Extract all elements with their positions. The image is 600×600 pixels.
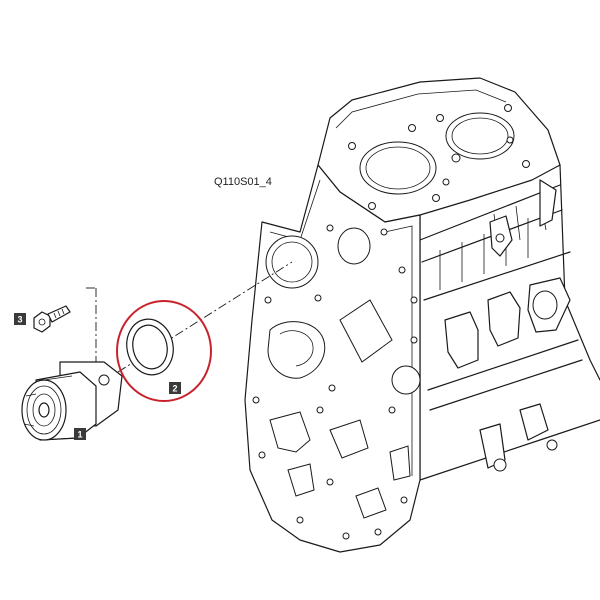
bolt (33, 305, 71, 333)
svg-text:2: 2 (172, 384, 177, 394)
gasket (126, 318, 174, 376)
engine-block (244, 77, 600, 553)
callout-1: 1 (74, 428, 86, 440)
svg-text:3: 3 (17, 315, 22, 325)
callout-2: 2 (169, 382, 181, 394)
callout-3: 3 (14, 313, 26, 325)
figure-code: Q110S01_4 (214, 176, 272, 188)
water-pump (21, 361, 123, 441)
gasket-highlight-ring (116, 300, 212, 402)
svg-text:1: 1 (77, 430, 82, 440)
